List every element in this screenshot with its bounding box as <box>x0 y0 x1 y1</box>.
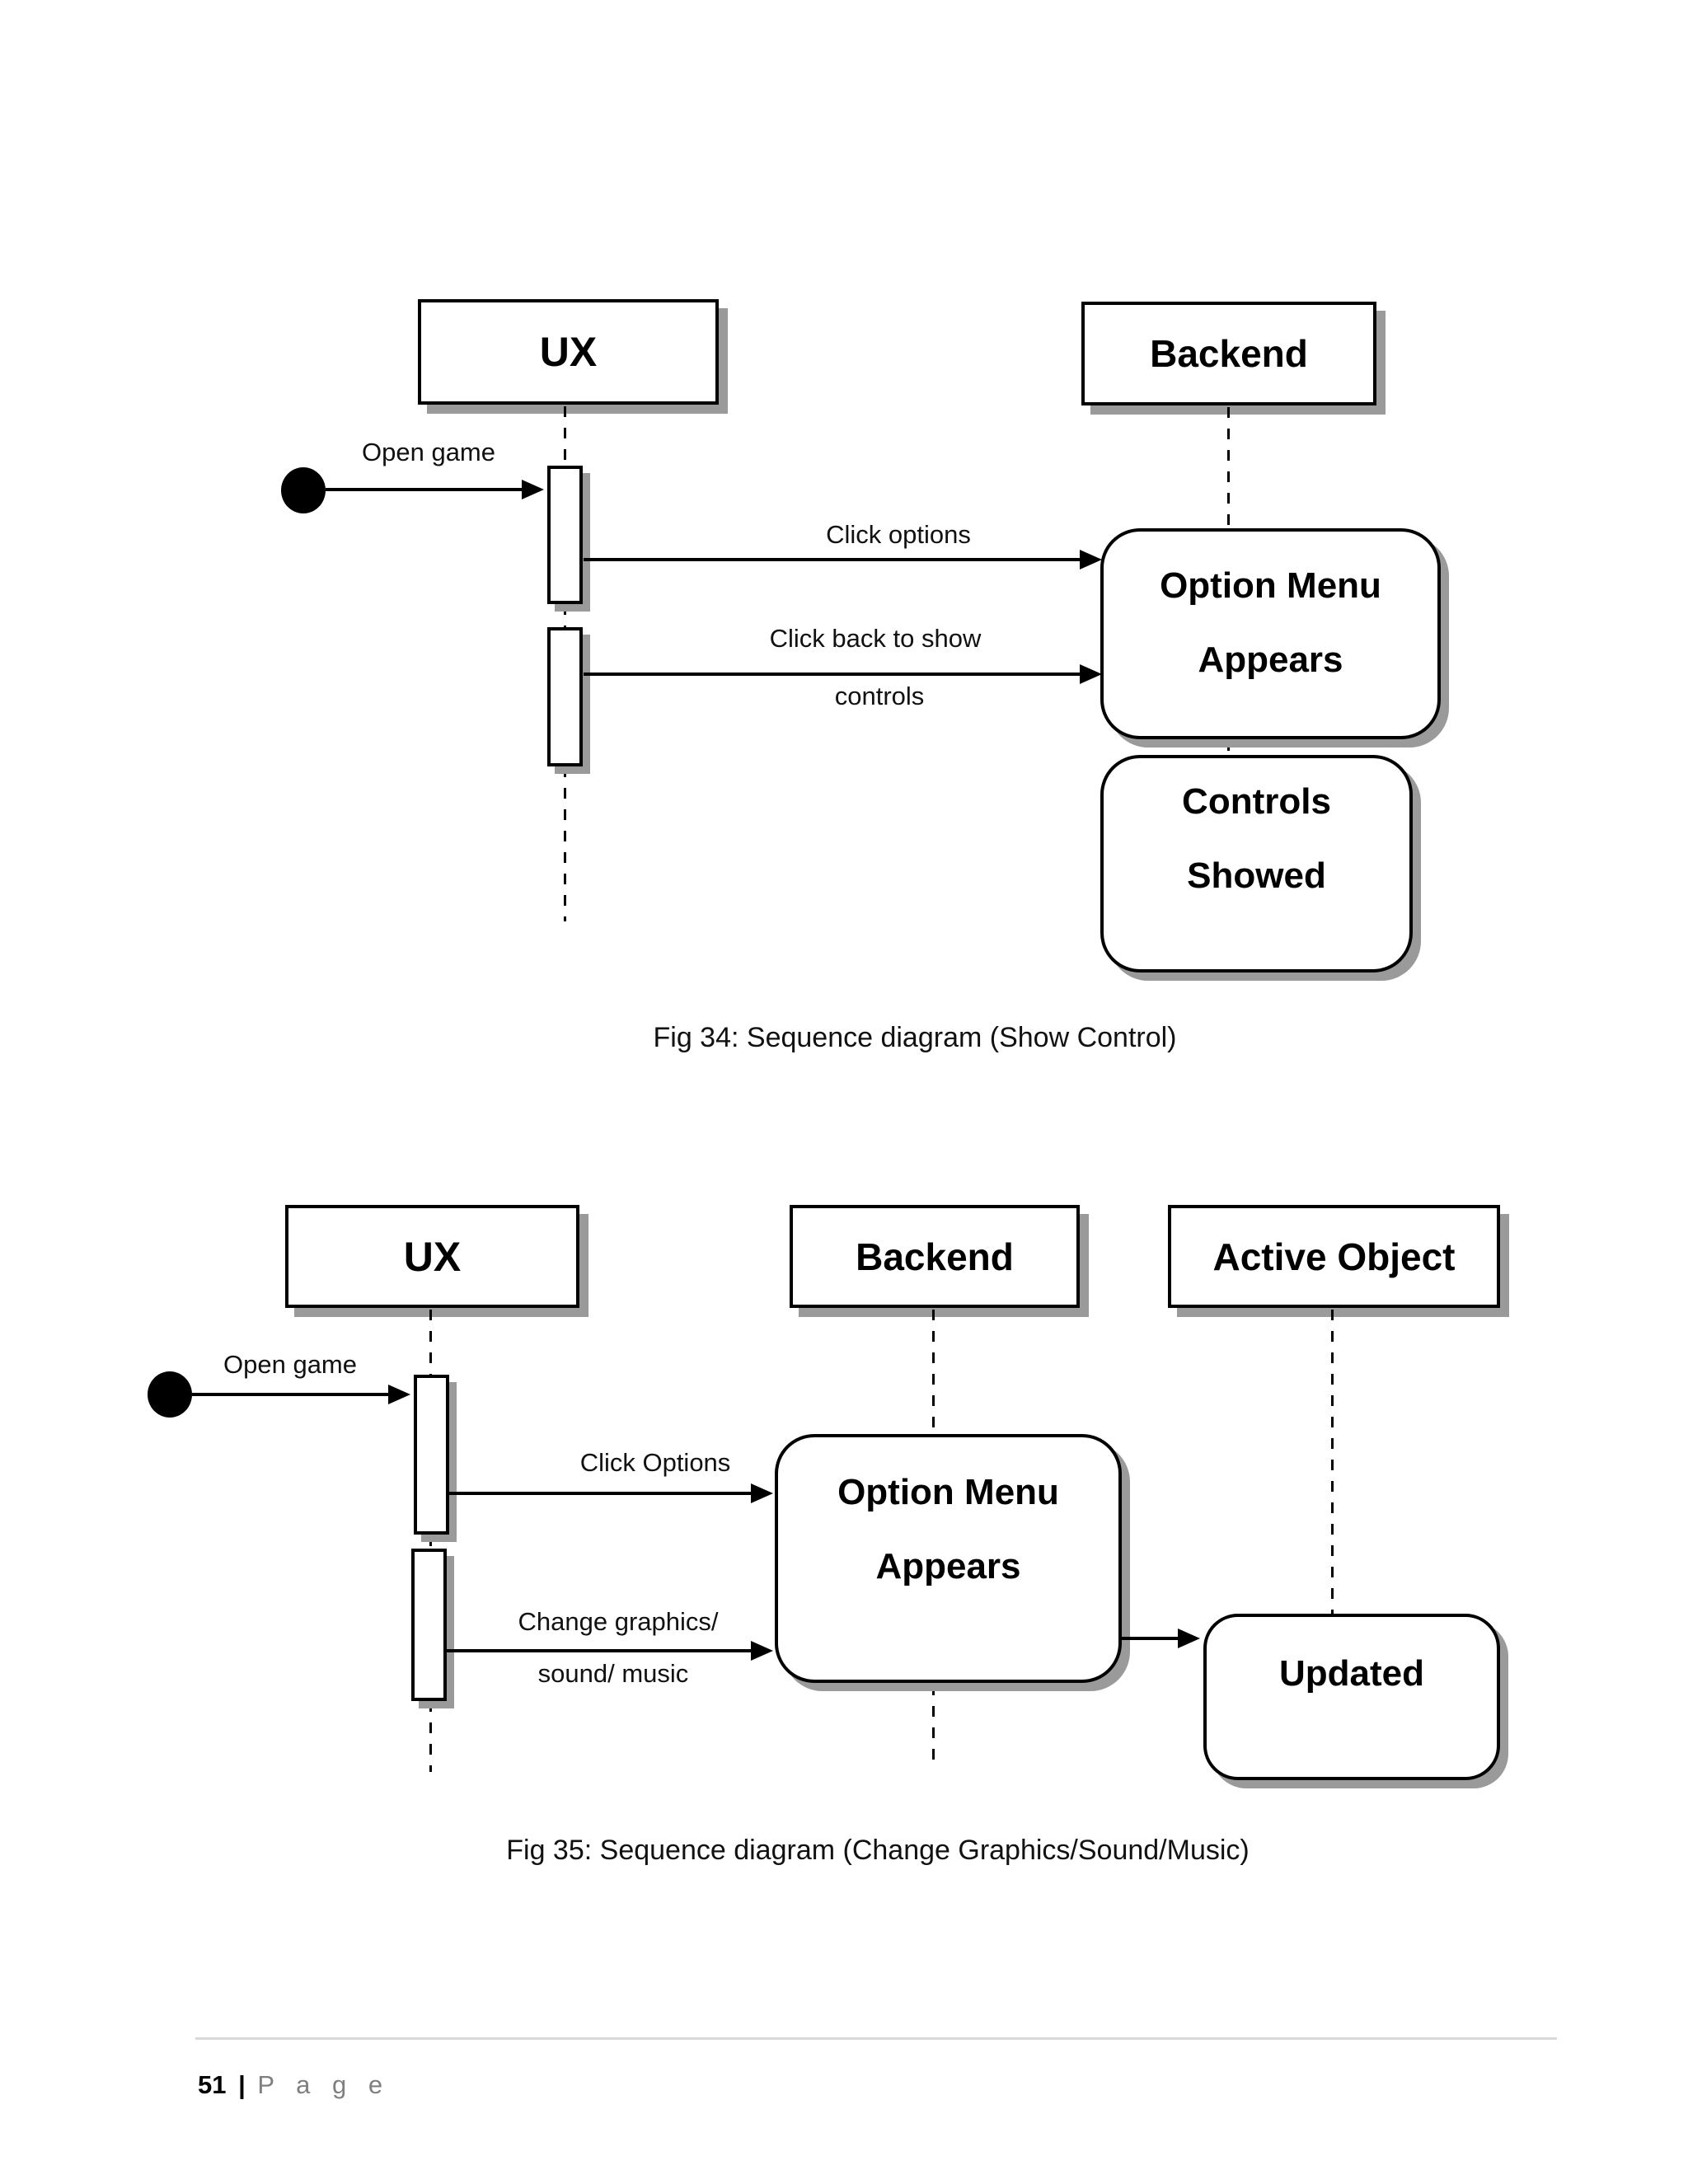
d2-actor-active-object-label: Active Object <box>1212 1235 1456 1278</box>
d2-activation-bar-1 <box>414 1375 449 1535</box>
d1-backend-lifeline-segment <box>1227 740 1230 755</box>
d1-message-click-back-label2: controls <box>834 682 925 710</box>
figure-35-caption: Fig 35: Sequence diagram (Change Graphic… <box>506 1835 1250 1866</box>
d1-ux-lifeline-segment <box>564 406 566 466</box>
d1-actor-backend: Backend <box>1081 302 1376 405</box>
d1-activation-bar-1 <box>547 466 583 604</box>
d1-backend-lifeline-segment <box>1227 407 1230 528</box>
d1-message-click-back-label: Click back to show <box>769 624 982 653</box>
d2-ux-lifeline-segment <box>429 1535 432 1549</box>
d1-activation-bar-2 <box>547 627 583 766</box>
d2-message-open-game-arrowhead <box>388 1385 410 1404</box>
d2-actor-active-object: Active Object <box>1168 1205 1500 1308</box>
d2-message-updated-line <box>1122 1637 1179 1640</box>
d2-message-change-graphics-label: Change graphics/ <box>518 1607 719 1636</box>
d1-message-open-game-arrowhead <box>522 480 544 499</box>
d2-message-click-options-arrowhead <box>751 1483 773 1503</box>
d1-state-option-menu-line2: Appears <box>1198 640 1343 680</box>
d2-active-object-lifeline-segment <box>1331 1310 1334 1614</box>
d2-message-click-options-line <box>449 1492 753 1495</box>
d1-state-controls-showed: Controls Showed <box>1100 755 1413 972</box>
footer-page-number: 51 <box>198 2070 227 2099</box>
d1-message-open-game-label: Open game <box>362 438 495 466</box>
d2-backend-lifeline-segment <box>932 1310 935 1434</box>
d2-actor-backend: Backend <box>790 1205 1080 1308</box>
d1-message-open-game-line <box>326 488 523 491</box>
d1-message-click-options-line <box>584 558 1081 561</box>
d2-message-updated-arrowhead <box>1178 1629 1200 1648</box>
footer-page-label: P a g e <box>257 2070 391 2099</box>
figure-34-caption: Fig 34: Sequence diagram (Show Control) <box>653 1022 1177 1053</box>
d2-message-change-graphics-line <box>447 1649 753 1652</box>
d2-state-option-menu-line2: Appears <box>875 1546 1021 1586</box>
d1-actor-ux-label: UX <box>539 329 598 375</box>
d1-message-click-back-arrowhead <box>1080 664 1102 684</box>
d2-message-change-graphics-label2: sound/ music <box>537 1659 689 1688</box>
d2-actor-ux: UX <box>285 1205 579 1308</box>
d2-start-circle <box>148 1371 192 1418</box>
d2-actor-ux-label: UX <box>403 1233 462 1280</box>
d1-actor-backend-label: Backend <box>1150 332 1308 375</box>
d2-state-option-menu: Option Menu Appears <box>775 1434 1122 1683</box>
d2-message-open-game-label: Open game <box>223 1350 357 1379</box>
d2-message-change-graphics-arrowhead <box>751 1641 773 1661</box>
d2-state-option-menu-line1: Option Menu <box>837 1472 1059 1512</box>
footer-divider <box>195 2037 1557 2040</box>
d2-message-click-options-label: Click Options <box>579 1448 731 1477</box>
d1-actor-ux: UX <box>418 299 719 405</box>
d2-actor-backend-label: Backend <box>856 1235 1014 1278</box>
d2-activation-bar-2 <box>411 1549 447 1701</box>
d1-state-controls-showed-line2: Showed <box>1187 855 1326 896</box>
d1-message-click-options-label: Click options <box>826 520 971 549</box>
footer: 51 | P a g e <box>198 2070 390 2100</box>
d2-ux-lifeline-segment <box>429 1701 432 1772</box>
d1-ux-lifeline-segment <box>564 604 566 627</box>
d1-state-option-menu: Option Menu Appears <box>1100 528 1441 739</box>
d1-state-option-menu-line1: Option Menu <box>1160 565 1381 606</box>
d1-message-click-options-arrowhead <box>1080 550 1102 569</box>
footer-separator: | <box>238 2070 246 2099</box>
d2-ux-lifeline-segment <box>429 1310 432 1375</box>
d1-start-circle <box>281 467 326 513</box>
d1-ux-lifeline-segment <box>564 766 566 921</box>
d2-state-updated-line1: Updated <box>1279 1653 1424 1694</box>
d1-state-controls-showed-line1: Controls <box>1182 781 1331 822</box>
d2-message-open-game-line <box>192 1393 390 1396</box>
d2-state-updated: Updated <box>1203 1614 1500 1780</box>
d2-backend-lifeline-segment <box>932 1685 935 1760</box>
d1-message-click-back-line <box>584 673 1081 676</box>
